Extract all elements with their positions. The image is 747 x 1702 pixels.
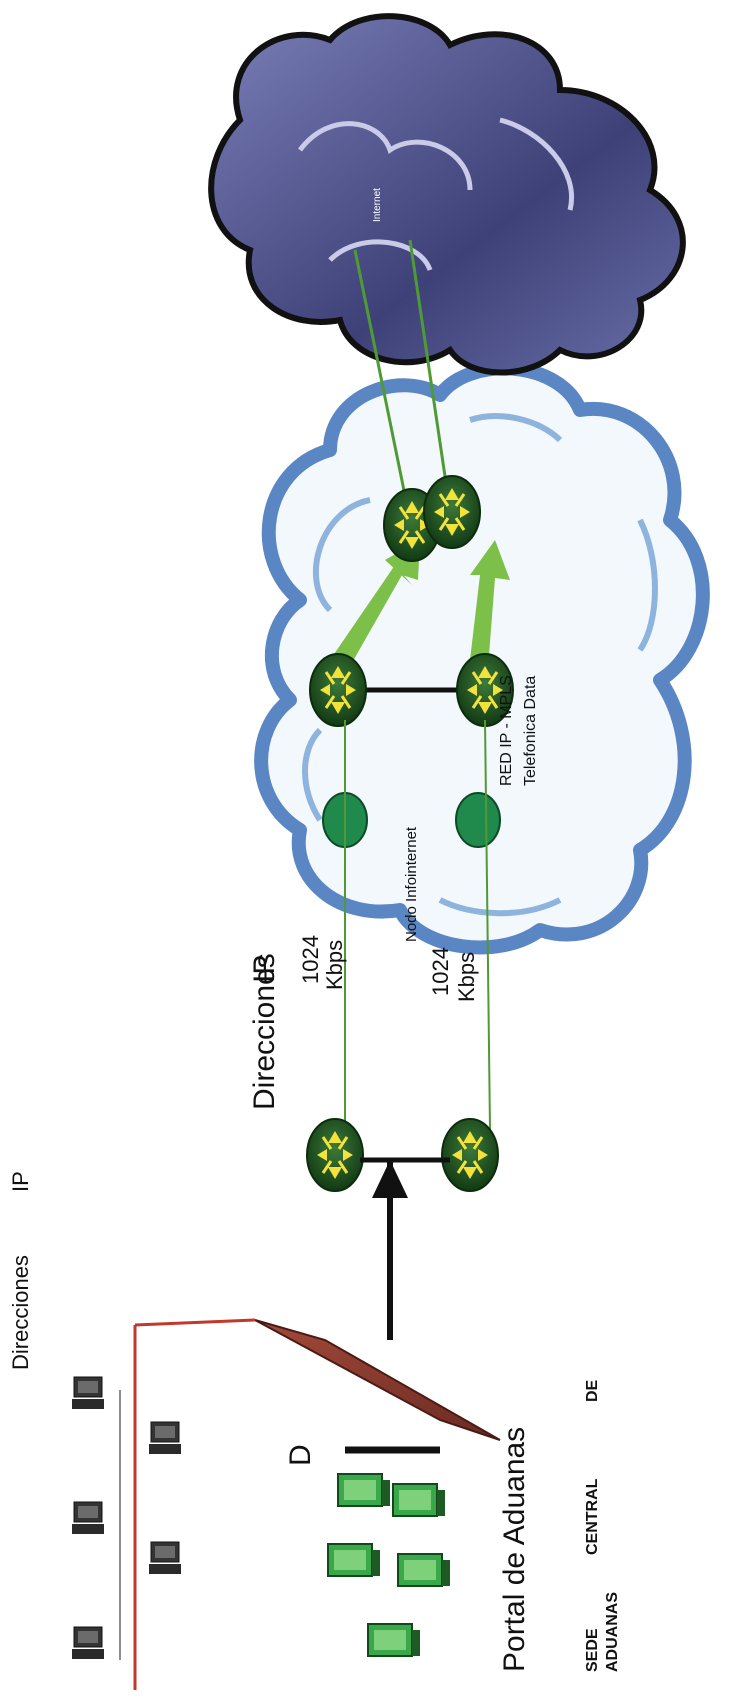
pc-1[interactable] <box>71 1376 105 1410</box>
link1-rate: 1024 <box>298 935 323 984</box>
router-edge-2[interactable] <box>440 1117 500 1193</box>
server-1[interactable] <box>337 1473 391 1507</box>
pc-3[interactable] <box>71 1626 105 1660</box>
red-line2-label: Telefonica Data <box>522 675 539 786</box>
red-line1-label: RED IP - MPLS <box>498 675 515 786</box>
nodo-label: Nodo Infointernet <box>403 826 420 942</box>
top-direcciones-label: Direcciones <box>8 1255 33 1370</box>
central-label: CENTRAL <box>584 1478 601 1555</box>
top-ip-label: IP <box>8 1171 33 1192</box>
router-edge-1[interactable] <box>305 1117 365 1193</box>
edge-arrow <box>372 1160 408 1198</box>
sede-label: SEDE <box>584 1628 601 1672</box>
mpls-cloud-inner <box>302 413 658 917</box>
pc-2[interactable] <box>71 1501 105 1535</box>
link1-unit: Kbps <box>322 939 347 990</box>
link2-unit: Kbps <box>454 951 479 1002</box>
portal-label: Portal de Aduanas <box>498 1426 531 1672</box>
internet-link-2 <box>408 239 452 511</box>
server-3[interactable] <box>327 1543 381 1577</box>
router-core-4[interactable] <box>422 474 482 550</box>
mid-ip-label: IP <box>248 954 281 983</box>
firewall[interactable] <box>254 1319 501 1441</box>
internet-cloud <box>208 13 686 376</box>
server-5[interactable] <box>367 1623 421 1657</box>
pc-4[interactable] <box>148 1421 182 1455</box>
letter-d-label: D <box>284 1444 317 1466</box>
aduanas-label: ADUANAS <box>604 1592 621 1672</box>
server-4[interactable] <box>397 1553 451 1587</box>
access-link-2 <box>484 719 491 1131</box>
core-arrow-1 <box>330 540 420 675</box>
pc-5[interactable] <box>148 1541 182 1575</box>
router-core-1[interactable] <box>308 652 368 728</box>
internet-cloud-shading <box>298 117 574 272</box>
link2-rate: 1024 <box>428 947 453 996</box>
core-arrow-2 <box>470 540 510 668</box>
red-link-horizontal <box>134 1318 256 1327</box>
server-2[interactable] <box>392 1483 446 1517</box>
internet-label: Internet <box>372 188 383 222</box>
internet-link-1 <box>353 249 412 521</box>
de-label: DE <box>584 1379 601 1402</box>
nodo-circle-2[interactable] <box>455 792 501 848</box>
